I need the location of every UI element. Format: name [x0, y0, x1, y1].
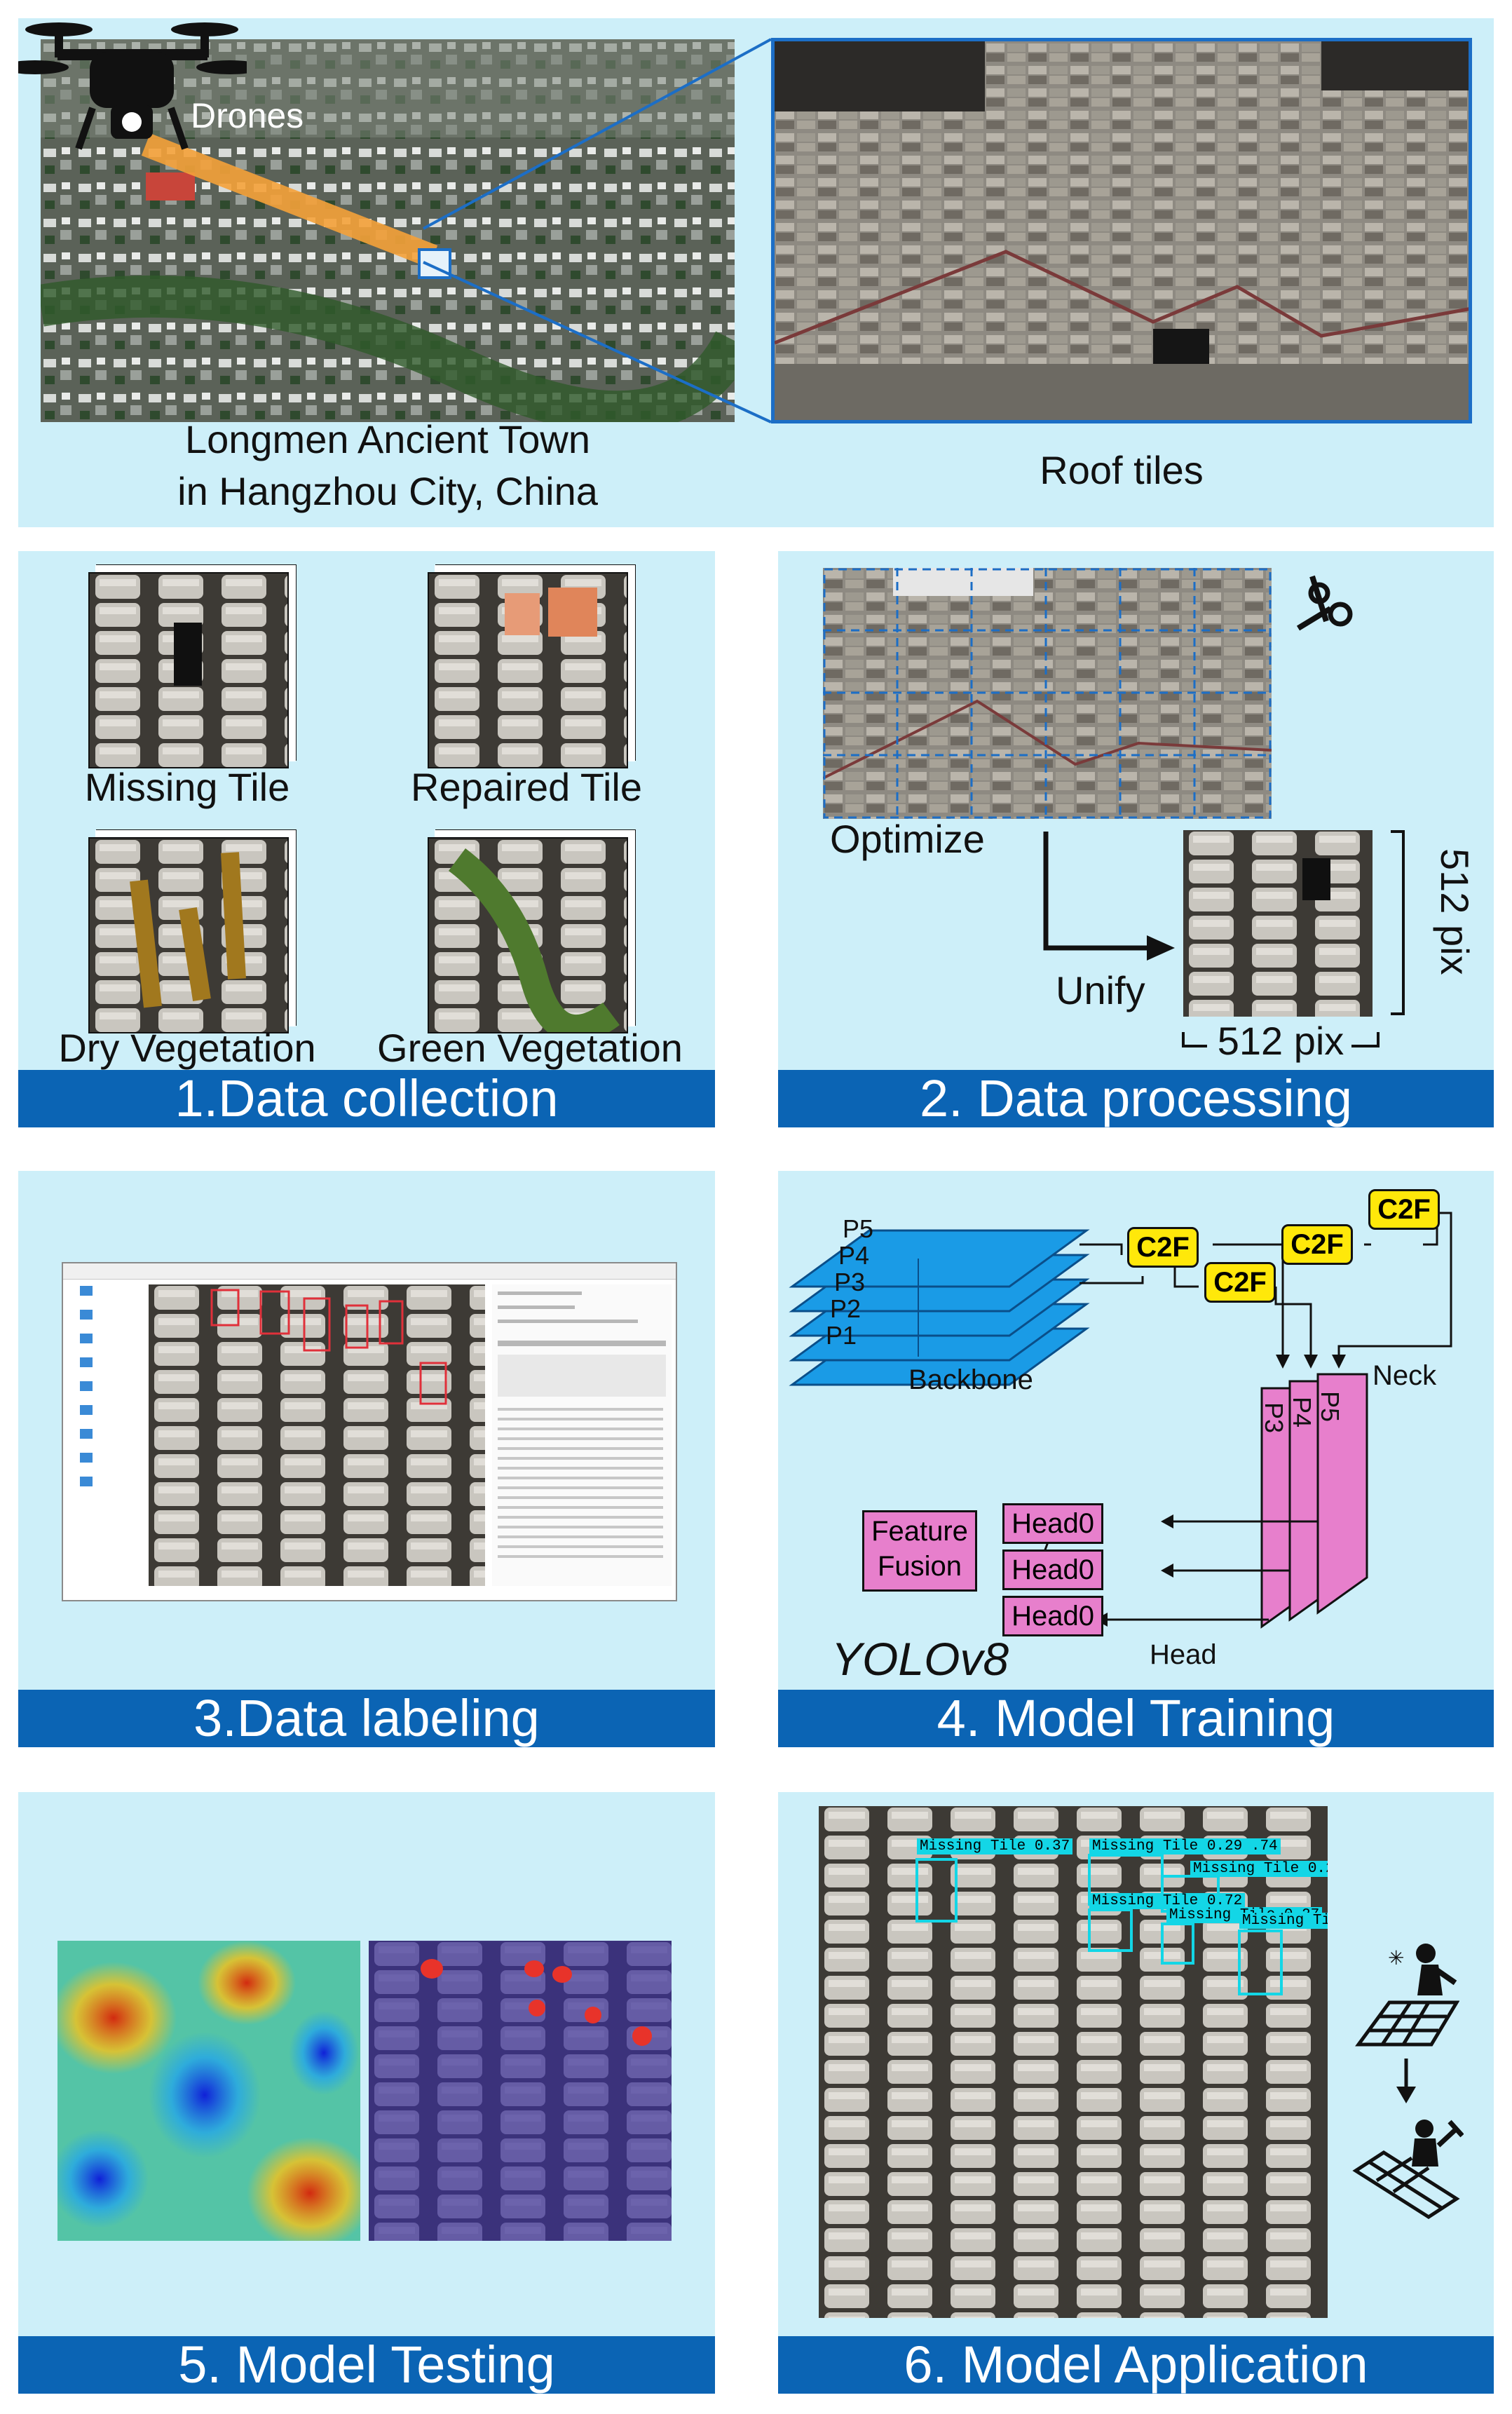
activation-map-image	[369, 1941, 672, 2241]
dry-vegetation-thumb	[88, 837, 289, 1033]
detection-label-2: Missing Tile 0.29 .74	[1089, 1838, 1281, 1854]
c2f-block-3: C2F	[1281, 1224, 1353, 1265]
neck-label: Neck	[1373, 1360, 1437, 1391]
missing-tile-label: Missing Tile	[84, 765, 290, 809]
down-arrow-icon	[1396, 2059, 1416, 2103]
roof-tiles-photo	[771, 38, 1472, 423]
backbone-layer-p1: P1	[826, 1321, 857, 1350]
model-testing-panel: 5. Model Testing	[18, 1792, 715, 2394]
backbone-stack	[789, 1229, 1090, 1386]
c2f-block-2: C2F	[1204, 1262, 1276, 1303]
labeling-tool-window	[62, 1262, 677, 1601]
step2-title: 2. Data processing	[778, 1070, 1494, 1127]
backbone-layer-p2: P2	[830, 1294, 861, 1323]
backbone-layer-p3: P3	[834, 1268, 866, 1296]
roofer-inspect-icon: ✳	[1354, 1939, 1460, 2052]
detection-label-4: Missing Tile 0.72	[1089, 1893, 1246, 1909]
feature-fusion-line1: Feature	[871, 1516, 968, 1547]
unified-tile-image	[1183, 830, 1373, 1017]
unify-arrow	[1043, 832, 1175, 961]
width-bracket	[1182, 1032, 1380, 1047]
head-label: Head	[1150, 1639, 1217, 1670]
backbone-label: Backbone	[908, 1364, 1033, 1395]
detection-label-1: Missing Tile 0.37	[917, 1838, 1073, 1854]
step3-title: 3.Data labeling	[18, 1690, 715, 1747]
step1-title: 1.Data collection	[18, 1070, 715, 1127]
heatmap-image	[57, 1941, 360, 2241]
unify-label: Unify	[1056, 968, 1145, 1012]
optimize-label: Optimize	[830, 817, 985, 861]
location-line1: Longmen Ancient Town	[184, 417, 591, 461]
roofer-repair-icon	[1351, 2115, 1464, 2220]
detection-label-6: Missing Ti	[1239, 1913, 1328, 1929]
neck-stack	[1260, 1373, 1368, 1629]
step6-title: 6. Model Application	[778, 2336, 1494, 2394]
detection-result-image: Missing Tile 0.37 Missing Tile 0.29 .74 …	[819, 1806, 1328, 2318]
repaired-tile-thumb	[428, 572, 628, 768]
data-labeling-panel: 3.Data labeling	[18, 1171, 715, 1747]
green-vegetation-label: Green Vegetation	[377, 1026, 683, 1070]
full-roof-image	[823, 568, 1272, 819]
feature-fusion-block: Feature Fusion	[862, 1510, 977, 1592]
model-name-label: YOLOv8	[831, 1633, 1009, 1685]
head0-block-3: Head0	[1002, 1596, 1103, 1636]
detection-label-3: Missing Tile 0.2	[1190, 1861, 1328, 1877]
repaired-tile-label: Repaired Tile	[411, 765, 642, 809]
backbone-layer-p5: P5	[843, 1214, 874, 1243]
scissors-icon	[1291, 572, 1361, 635]
step4-title: 4. Model Training	[778, 1690, 1494, 1747]
c2f-block-1: C2F	[1127, 1227, 1199, 1268]
neck-layer-p3: P3	[1260, 1402, 1288, 1434]
missing-tile-thumb	[88, 572, 289, 768]
data-collection-panel: Missing Tile Repaired Tile Dry Vegetatio…	[18, 551, 715, 1127]
neck-layer-p5: P5	[1316, 1391, 1344, 1423]
dry-vegetation-label: Dry Vegetation	[58, 1026, 316, 1070]
location-line2: in Hangzhou City, China	[177, 469, 598, 513]
feature-fusion-line2: Fusion	[877, 1551, 962, 1582]
step5-title: 5. Model Testing	[18, 2336, 715, 2394]
green-vegetation-thumb	[428, 837, 628, 1043]
width-label: 512 pix	[1217, 1019, 1344, 1063]
model-application-panel: Missing Tile 0.37 Missing Tile 0.29 .74 …	[778, 1792, 1494, 2394]
labeling-canvas	[149, 1284, 485, 1586]
roof-tiles-label: Roof tiles	[1040, 448, 1204, 492]
c2f-block-4: C2F	[1368, 1189, 1440, 1230]
height-bracket	[1391, 830, 1405, 1015]
backbone-layer-p4: P4	[838, 1241, 870, 1270]
window-toolbar	[66, 1282, 136, 1590]
height-label: 512 pix	[1433, 848, 1477, 975]
yolo-architecture-diagram	[789, 1212, 1452, 1629]
head0-block-2: Head0	[1002, 1550, 1103, 1590]
neck-layer-p4: P4	[1288, 1397, 1316, 1428]
roof-tiles-image	[775, 41, 1469, 420]
model-training-panel: P5 P4 P3 P2 P1 Backbone C2F C2F C2F C2F …	[778, 1171, 1494, 1747]
window-titlebar	[63, 1263, 676, 1280]
data-processing-panel: Optimize Unify 512 pix 512 pix 2. Data p…	[778, 551, 1494, 1127]
svg-text:✳: ✳	[1388, 1946, 1404, 1969]
drone-label: Drones	[191, 96, 304, 135]
head0-block-1: Head0	[1002, 1503, 1103, 1544]
drone-icon	[18, 18, 264, 158]
label-list-panel	[492, 1284, 672, 1586]
overview-panel: Drones Longmen Ancient Town in Hangzhou …	[18, 18, 1494, 527]
